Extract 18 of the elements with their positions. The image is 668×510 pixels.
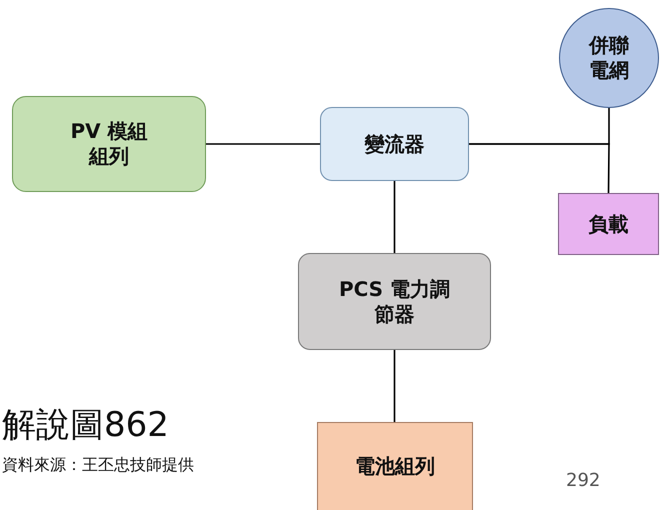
process-box xyxy=(12,96,206,192)
process-box xyxy=(317,422,473,510)
connector-line xyxy=(469,143,610,193)
node-label: 變流器 xyxy=(364,132,426,156)
node-label: PCS 電力調節器 xyxy=(338,276,452,326)
node-label: 負載 xyxy=(588,212,630,236)
process-box xyxy=(298,253,491,350)
source-note: 資料來源：王丕忠技師提供 xyxy=(2,455,194,476)
figure-title: 解說圖862 xyxy=(2,404,169,447)
process-box xyxy=(558,193,659,255)
node-label: PV 模組組列 xyxy=(69,119,149,169)
process-box xyxy=(320,107,469,181)
page-number: 292 xyxy=(566,470,600,491)
connector-line xyxy=(394,350,396,422)
node-label: 電池組列 xyxy=(354,454,436,479)
connector-line xyxy=(206,143,320,145)
connector-line xyxy=(394,181,396,253)
node-label: 併聯電網 xyxy=(588,33,630,83)
